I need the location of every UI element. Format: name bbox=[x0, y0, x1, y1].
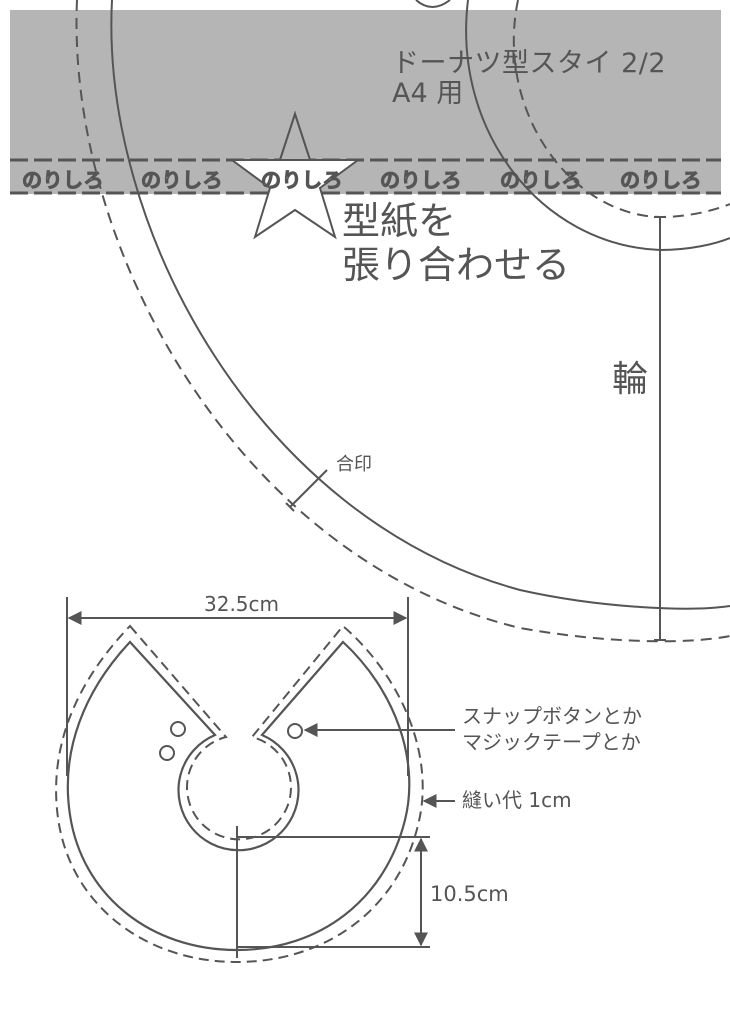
width-dimension-label: 32.5cm bbox=[204, 592, 280, 616]
instruction-line-2: 張り合わせる bbox=[342, 243, 571, 287]
height-dimension-label: 10.5cm bbox=[430, 882, 509, 906]
seam-allowance-note: 縫い代 1cm bbox=[462, 788, 572, 812]
fastener-note-line-2: マジックテープとか bbox=[462, 730, 641, 754]
outer-cut-line bbox=[110, 0, 730, 610]
glue-margin-label: のりしろ bbox=[620, 168, 703, 193]
star-align-icon bbox=[228, 110, 362, 240]
snap-circle bbox=[170, 721, 186, 737]
inner-seam-allowance bbox=[512, 0, 730, 219]
glue-margin-label: のりしろ bbox=[141, 168, 224, 193]
glue-margin-label: のりしろ bbox=[500, 168, 583, 193]
fold-label: 輪 bbox=[612, 359, 649, 400]
glue-margin-label: のりしろ bbox=[380, 168, 463, 193]
notch-mark-cap bbox=[285, 502, 295, 512]
top-arc-fragment bbox=[415, 0, 451, 8]
inner-cut-line bbox=[465, 0, 730, 252]
page-title: ドーナツ型スタイ 2/2 bbox=[392, 48, 667, 79]
notch-mark bbox=[289, 469, 328, 508]
snap-circle bbox=[159, 745, 175, 761]
bib-cut-outline bbox=[66, 640, 411, 952]
bib-seam-allowance bbox=[55, 624, 424, 964]
snap-circle bbox=[287, 723, 303, 739]
glue-margin-label: のりしろ bbox=[22, 168, 105, 193]
outer-seam-allowance bbox=[75, 0, 730, 643]
overlap-area bbox=[10, 10, 721, 194]
paper-size-label: A4 用 bbox=[392, 78, 464, 109]
star-top-overlay bbox=[278, 110, 312, 161]
notch-label: 合印 bbox=[336, 454, 372, 475]
fastener-note-line-1: スナップボタンとか bbox=[462, 704, 642, 728]
glue-margin-label: のりしろ bbox=[261, 168, 344, 193]
instruction-line-1: 型紙を bbox=[342, 199, 457, 243]
